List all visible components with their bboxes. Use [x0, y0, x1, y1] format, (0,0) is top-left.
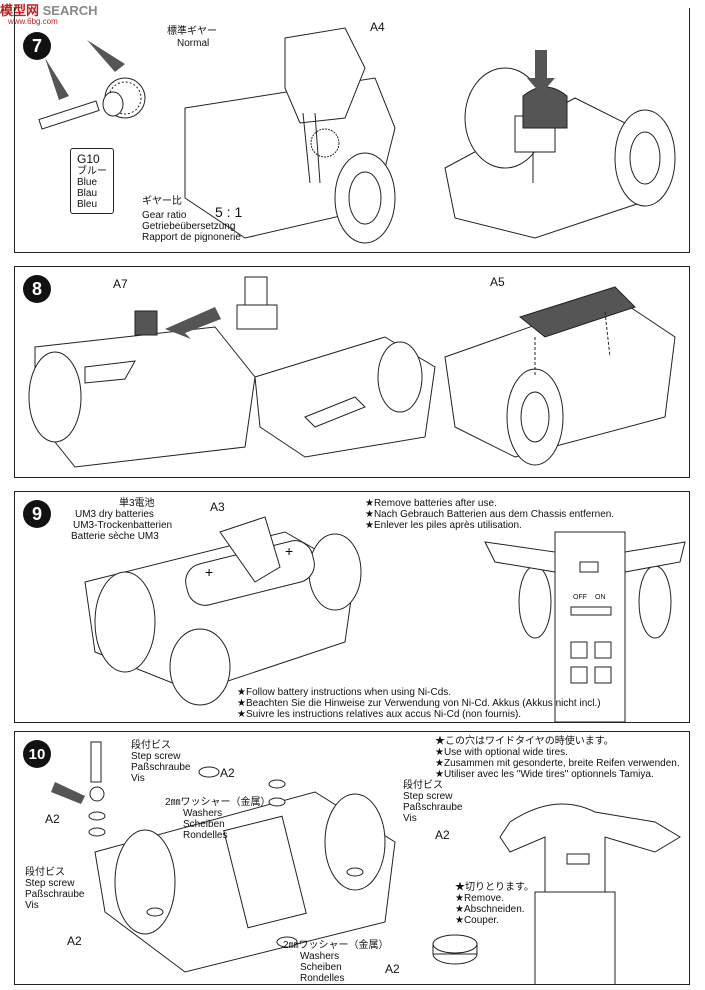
part-a2-label-3: A2	[435, 828, 450, 842]
wide-tires-de: ★Zusammen mit gesonderte, breite Reifen …	[435, 758, 680, 769]
step-7-panel: 7 標準ギヤー Normal A4 G10 ブルー Blue Blau	[14, 8, 690, 253]
g10-de: Blau	[77, 188, 98, 199]
step-8-panel: 8 A7 A5	[14, 266, 690, 478]
remove-batteries-de: ★Nach Gebrauch Batterien aus dem Chassis…	[365, 509, 615, 520]
step-8-number: 8	[23, 275, 51, 303]
cut-en: ★Remove.	[455, 893, 504, 904]
step-7-number: 7	[23, 32, 51, 60]
step-screw-1-ja: 段付ビス	[131, 740, 171, 751]
part-a2-label-2: A2	[220, 766, 235, 780]
cut-de: ★Abschneiden.	[455, 904, 525, 915]
watermark-logo-text: 模型网	[0, 3, 40, 18]
step-10-number: 10	[23, 740, 51, 768]
step-7-illustration	[38, 27, 676, 244]
switch-on-label: ON	[595, 594, 606, 601]
g10-en: Blue	[77, 177, 98, 188]
step-10-illustration	[51, 741, 681, 984]
part-a5-label: A5	[490, 275, 505, 289]
nicd-de: ★Beachten Sie die Hinweise zur Verwendun…	[237, 698, 601, 709]
step-screw-2-fr: Vis	[403, 813, 417, 824]
step-screw-1-en: Step screw	[131, 751, 181, 762]
step-10-panel: 10 段付ビス Step screw Paßschraube Vis A2 A2…	[14, 731, 690, 985]
g10-code: G10	[77, 152, 100, 166]
gear-ratio-de: Getriebeübersetzung	[142, 221, 236, 232]
step-screw-3-fr: Vis	[25, 900, 39, 911]
washer-2-en: Washers	[300, 951, 340, 962]
svg-text:+: +	[205, 564, 213, 580]
washer-2-de: Scheiben	[300, 962, 342, 973]
part-a7-label: A7	[113, 277, 128, 291]
part-a2-label-1: A2	[45, 812, 60, 826]
gear-ratio-en: Gear ratio	[142, 210, 187, 221]
battery-en: UM3 dry batteries	[75, 509, 154, 520]
gear-ratio-value: 5 : 1	[215, 204, 243, 220]
step-screw-1-de: Paßschraube	[131, 762, 191, 773]
nicd-fr: ★Suivre les instructions relatives aux a…	[237, 709, 522, 720]
battery-de: UM3-Trockenbatterien	[73, 520, 173, 531]
step-screw-3-ja: 段付ビス	[25, 867, 65, 878]
remove-batteries-en: ★Remove batteries after use.	[365, 498, 497, 509]
watermark-site-text: SEARCH	[42, 3, 98, 18]
part-a4-label: A4	[370, 20, 385, 34]
washer-1-de: Scheiben	[183, 819, 225, 830]
gear-ratio-fr: Rapport de pignonerie	[142, 232, 241, 243]
part-a3-label: A3	[210, 500, 225, 514]
cut-fr: ★Couper.	[455, 915, 499, 926]
washer-2-ja: 2㎜ワッシャー（金属）	[283, 940, 389, 951]
watermark-url: www.6bg.com	[8, 17, 58, 26]
step-9-panel: 9 + + 単3電池 UM3 dry batteries UM3-Trocken…	[14, 491, 690, 723]
step-9-number: 9	[23, 500, 51, 528]
part-a2-label-4: A2	[67, 934, 82, 948]
gear-ratio-ja: ギヤー比	[142, 196, 182, 207]
wide-tires-fr: ★Utiliser avec les "Wide tires" optionne…	[435, 769, 654, 780]
step-9-illustration: + +	[84, 516, 686, 722]
svg-text:+: +	[285, 543, 293, 559]
washer-1-ja: 2㎜ワッシャー（金属）	[165, 797, 271, 808]
washer-1-fr: Rondelles	[183, 830, 228, 841]
wide-tires-ja: ★この穴はワイドタイヤの時使います。	[435, 736, 614, 747]
nicd-en: ★Follow battery instructions when using …	[237, 687, 452, 698]
step-screw-3-en: Step screw	[25, 878, 75, 889]
wide-tires-en: ★Use with optional wide tires.	[435, 747, 568, 758]
battery-ja: 単3電池	[119, 498, 155, 509]
g10-ja: ブルー	[77, 166, 107, 177]
remove-batteries-fr: ★Enlever les piles après utilisation.	[365, 520, 522, 531]
g10-fr: Bleu	[77, 199, 98, 210]
step-8-illustration	[28, 276, 676, 468]
step-screw-2-en: Step screw	[403, 791, 453, 802]
cut-ja: ★切りとります。	[455, 882, 534, 893]
normal-gear-ja: 標準ギヤー	[167, 26, 217, 37]
part-a2-label-5: A2	[385, 962, 400, 976]
washer-2-fr: Rondelles	[300, 973, 345, 984]
switch-off-label: OFF	[573, 594, 587, 601]
watermark-logo: 模型网 SEARCH	[0, 0, 98, 19]
step-screw-1-fr: Vis	[131, 773, 145, 784]
step-screw-3-de: Paßschraube	[25, 889, 85, 900]
step-screw-2-de: Paßschraube	[403, 802, 463, 813]
battery-fr: Batterie sèche UM3	[71, 531, 159, 542]
normal-gear-en: Normal	[177, 38, 210, 49]
g10-box: G10 ブルー Blue Blau Bleu	[70, 148, 114, 214]
step-screw-2-ja: 段付ビス	[403, 780, 443, 791]
washer-1-en: Washers	[183, 808, 223, 819]
